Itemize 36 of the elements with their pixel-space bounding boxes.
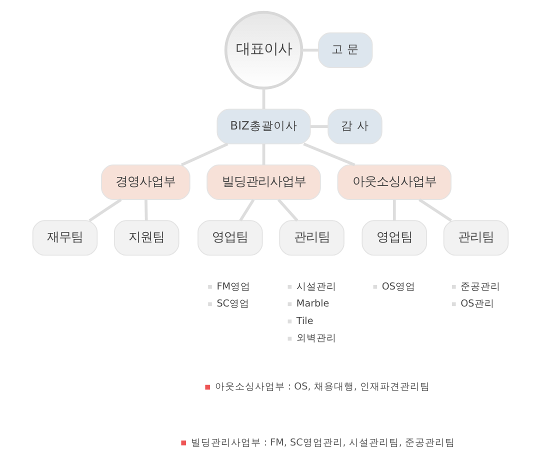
node-box: 영업팀 [361, 220, 427, 256]
node-box: BIZ총괄이사 [216, 108, 310, 144]
connector [302, 142, 355, 166]
node-box: 지원팀 [113, 220, 179, 256]
node-label: OS관리 [460, 298, 494, 310]
node-label: 시설관리 [296, 281, 336, 292]
connector [392, 200, 396, 221]
node-box: 빌딩관리사업부 [206, 164, 320, 200]
node-label: Marble [296, 298, 329, 310]
connector [276, 198, 298, 222]
node-box: 영업팀 [197, 220, 262, 256]
connector [418, 198, 452, 222]
connector [262, 144, 265, 165]
node-box: 고 문 [318, 32, 372, 68]
connector [238, 198, 254, 222]
connector [88, 198, 122, 222]
node-circle: 대표이사 [224, 10, 303, 90]
connector [180, 142, 228, 166]
node-box: 관리팀 [278, 220, 344, 256]
label: 아웃소싱사업부 : OS, 채용대행, 인재파견관리팀 [214, 382, 430, 393]
node-box: 감 사 [327, 108, 382, 144]
node-label: 준공관리 [460, 281, 500, 292]
node-label: Tile [296, 316, 313, 327]
label: 빌딩관리사업부 : FM, SC영업관리, 시설관리팀, 준공관리팀 [190, 437, 455, 448]
node-label: SC영업 [216, 298, 250, 310]
node-box: 재무팀 [32, 220, 98, 256]
connector [144, 200, 148, 221]
connector [301, 48, 318, 52]
connector [262, 88, 265, 110]
node-box: 관리팀 [442, 220, 508, 256]
node-box: 경영사업부 [100, 164, 190, 200]
node-label: 외벽관리 [296, 333, 336, 344]
node-box: 아웃소싱사업부 [336, 164, 451, 200]
node-label: OS영업 [381, 281, 416, 292]
node-label: FM영업 [216, 281, 250, 292]
connector [310, 125, 328, 128]
